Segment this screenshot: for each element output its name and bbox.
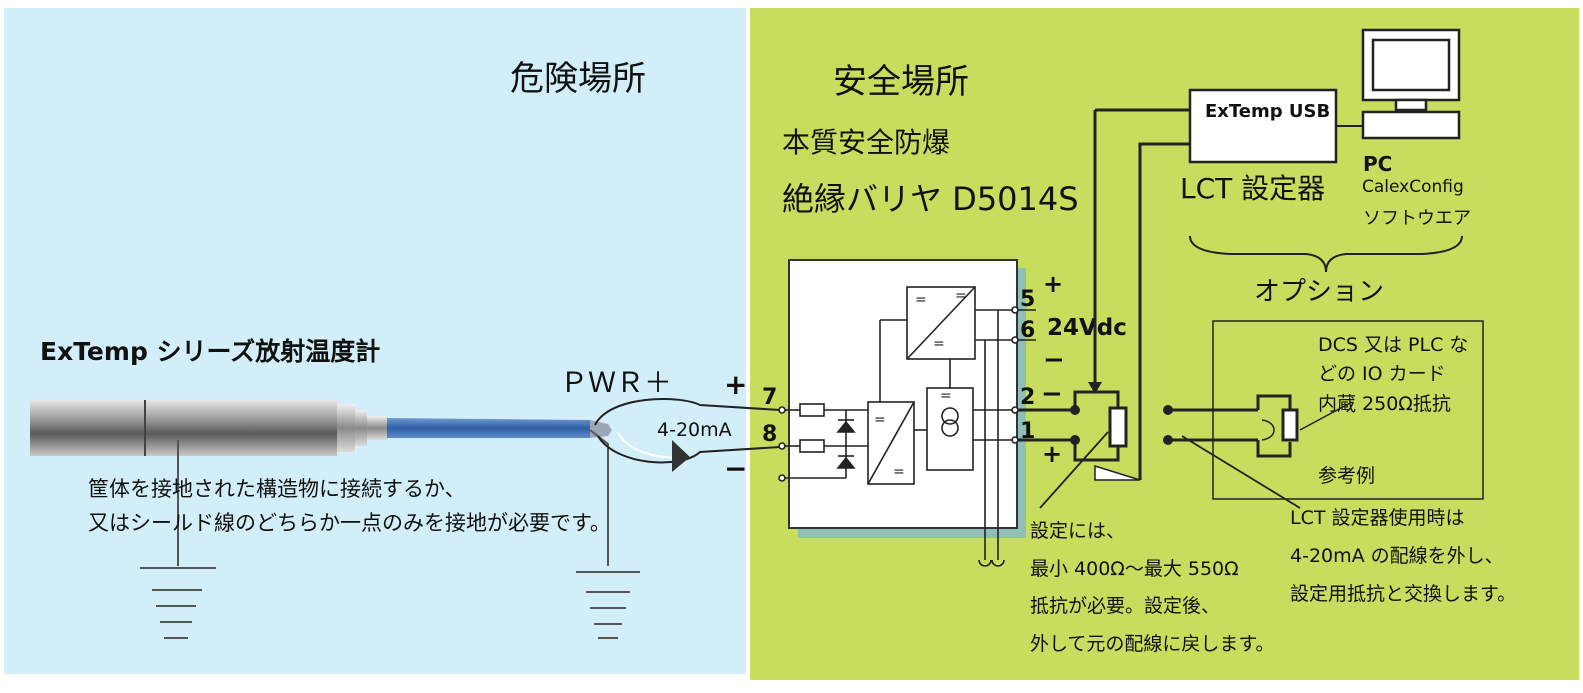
- terminal-8: 8: [762, 422, 777, 447]
- svg-text:=: =: [915, 292, 927, 308]
- usb-lead-return-tip: [1094, 464, 1141, 481]
- current-direction-arrow: [672, 440, 690, 472]
- lct-note-line3: 設定用抵抗と交換します。: [1290, 583, 1516, 605]
- safe-zone-title: 安全場所: [833, 62, 969, 102]
- output-wiring: [1018, 408, 1075, 442]
- output-minus-sign: −: [1041, 379, 1063, 409]
- supply-voltage-label: 24Vdc: [1047, 315, 1127, 341]
- terminal-5: 5: [1020, 287, 1035, 312]
- input-minus-sign: −: [724, 452, 747, 485]
- barrier-symbols: = = = = = =: [874, 288, 967, 480]
- dcs-line3: 内蔵 250Ω抵抗: [1318, 393, 1451, 415]
- supply-minus-sign: −: [1043, 345, 1065, 375]
- terminal-dot-upper: [1070, 405, 1080, 415]
- svg-text:=: =: [940, 388, 952, 404]
- lct-note-line1: LCT 設定器使用時は: [1290, 507, 1465, 529]
- dcs-line2: どの IO カード: [1318, 363, 1446, 385]
- dcs-terminal-lower: [1163, 435, 1173, 445]
- svg-text:=: =: [874, 412, 886, 428]
- usb-lead-return: [1138, 142, 1190, 480]
- sensor-title: ExTemp シリーズ放射温度計: [40, 337, 380, 366]
- supply-plus-sign: +: [1043, 270, 1063, 298]
- pwr-label: ＰＷＲ＋: [560, 366, 672, 399]
- terminal-7: 7: [762, 385, 777, 410]
- shield-ground-symbol: [576, 429, 640, 639]
- ground-note-line1: 筐体を接地された構造物に接続するか、: [88, 477, 466, 501]
- lct-label: LCT 設定器: [1180, 172, 1325, 205]
- svg-text:=: =: [893, 464, 905, 480]
- option-brace: [1189, 235, 1463, 273]
- barrier-title-line2: 絶縁バリヤ D5014S: [782, 180, 1079, 218]
- lct-note-pointer: [1181, 435, 1301, 509]
- resistor-note-pointer: [1039, 431, 1109, 509]
- usb-lead-arrowhead: [1088, 382, 1102, 394]
- svg-text:=: =: [955, 288, 967, 304]
- resistor-note-line1: 設定には、: [1030, 520, 1125, 542]
- usb-label: ExTemp USB: [1205, 101, 1330, 122]
- svg-text:=: =: [933, 336, 945, 352]
- terminal-6: 6: [1020, 318, 1035, 343]
- pc-software-name: CalexConfig: [1362, 177, 1464, 197]
- dcs-line1: DCS 又は PLC な: [1318, 334, 1468, 356]
- dcs-resistor-pointer: [1299, 401, 1353, 431]
- barrier-ground-terminals: [978, 559, 1005, 567]
- dcs-wiring: [1168, 394, 1299, 458]
- barrier-internal-circuit: [778, 286, 1015, 560]
- current-label: 4-20mA: [657, 419, 732, 441]
- option-label: オプション: [1254, 277, 1384, 307]
- pc-software-jp: ソフトウエア: [1363, 208, 1471, 229]
- sensor-ground-symbol: [140, 440, 216, 639]
- terminal-2: 2: [1020, 385, 1035, 410]
- dcs-terminal-upper: [1163, 405, 1173, 415]
- resistor-note-line3: 抵抗が必要。設定後、: [1030, 595, 1220, 617]
- terminal-1: 1: [1020, 419, 1035, 444]
- pc-label: PC: [1363, 152, 1392, 176]
- input-plus-sign: +: [724, 368, 747, 401]
- lct-note-line2: 4-20mA の配線を外し、: [1290, 545, 1504, 567]
- barrier-title-line1: 本質安全防爆: [782, 126, 950, 159]
- barrier-box: [788, 259, 1018, 529]
- dcs-example-label: 参考例: [1318, 465, 1375, 487]
- pc-icon: [1361, 28, 1461, 140]
- resistor-note-line4: 外して元の配線に戻します。: [1030, 633, 1275, 655]
- hazardous-zone-area: [4, 8, 746, 674]
- ground-note-line2: 又はシールド線のどちらか一点のみを接地が必要です。: [88, 511, 611, 535]
- usb-box: [1188, 88, 1338, 164]
- hazardous-zone-title: 危険場所: [510, 59, 646, 99]
- terminal-dot-lower: [1070, 435, 1080, 445]
- setting-resistor: [1073, 390, 1128, 462]
- output-plus-sign: +: [1042, 440, 1062, 468]
- resistor-note-line2: 最小 400Ω～最大 550Ω: [1030, 558, 1239, 580]
- output-terminal-circles: [1011, 306, 1019, 444]
- dcs-current-arrow: [1261, 419, 1275, 441]
